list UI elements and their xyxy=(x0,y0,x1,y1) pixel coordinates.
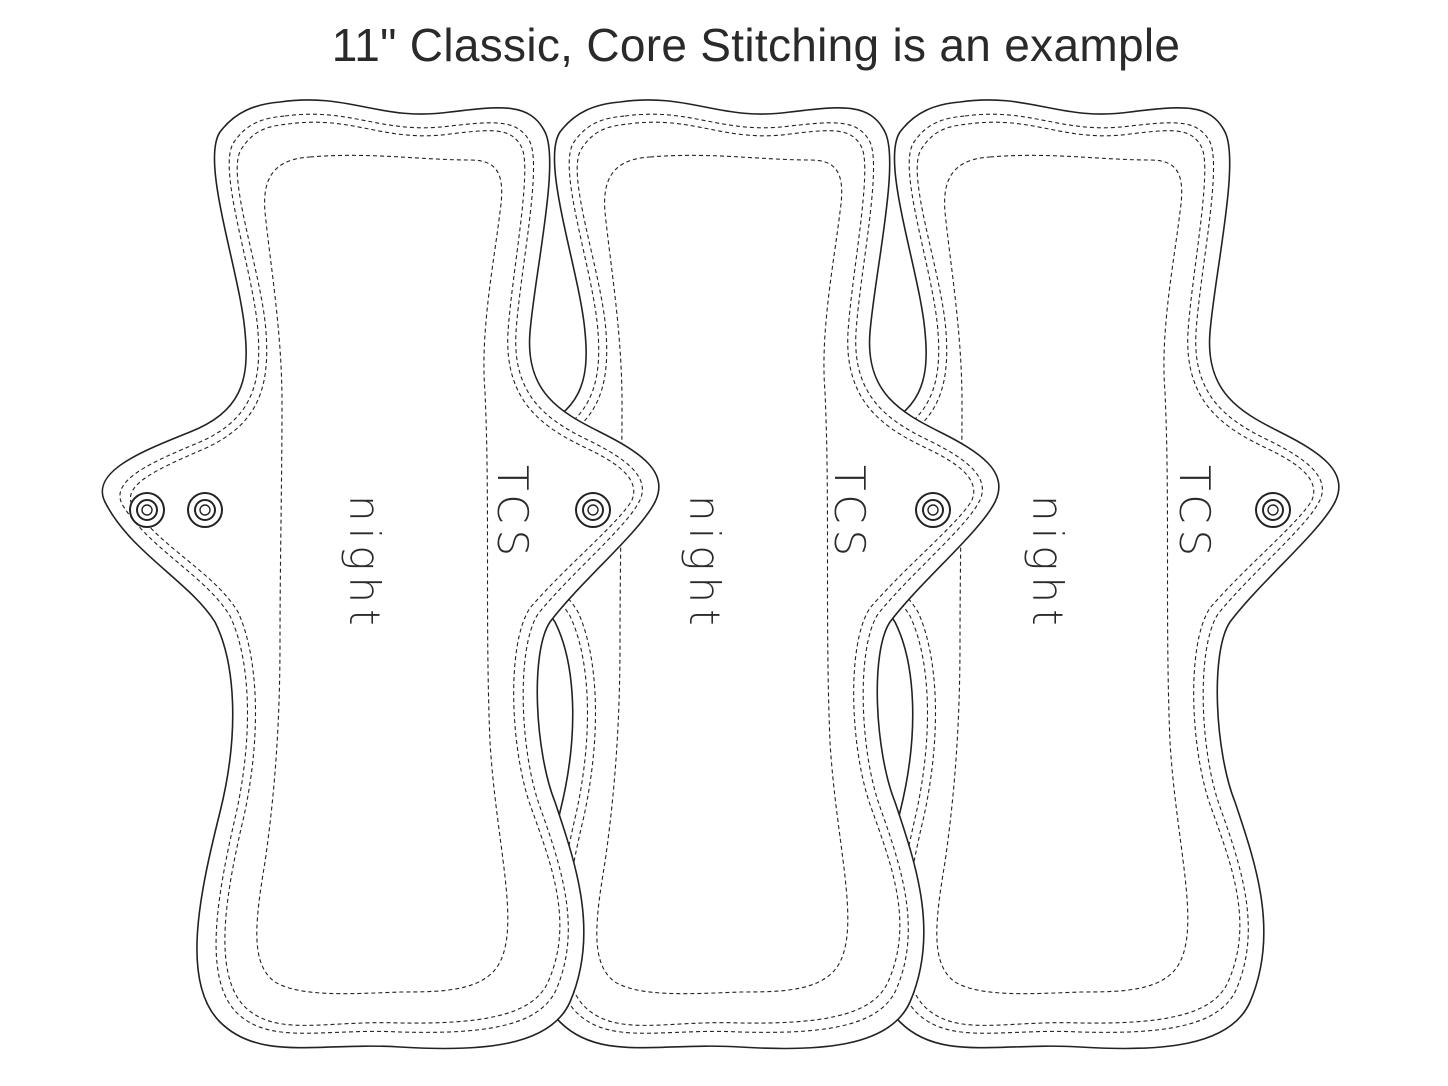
pad-1-label-night: night xyxy=(340,495,389,632)
pad-2-label-night: night xyxy=(680,495,729,632)
snap-button xyxy=(187,492,223,528)
snap-button xyxy=(1255,492,1291,528)
snap-button xyxy=(575,492,611,528)
page-title: 11" Classic, Core Stitching is an exampl… xyxy=(331,19,1181,71)
snap-button xyxy=(915,492,951,528)
pad-3-label-night: night xyxy=(1023,495,1072,632)
pad-3-label-tcs: TCS xyxy=(1170,465,1219,562)
snap-button xyxy=(129,492,165,528)
pad-3 xyxy=(781,99,1340,1050)
pad-1 xyxy=(101,99,660,1050)
pad-2-label-tcs: TCS xyxy=(825,465,874,562)
pad-1-label-tcs: TCS xyxy=(488,465,537,562)
pad-2 xyxy=(441,99,1000,1050)
